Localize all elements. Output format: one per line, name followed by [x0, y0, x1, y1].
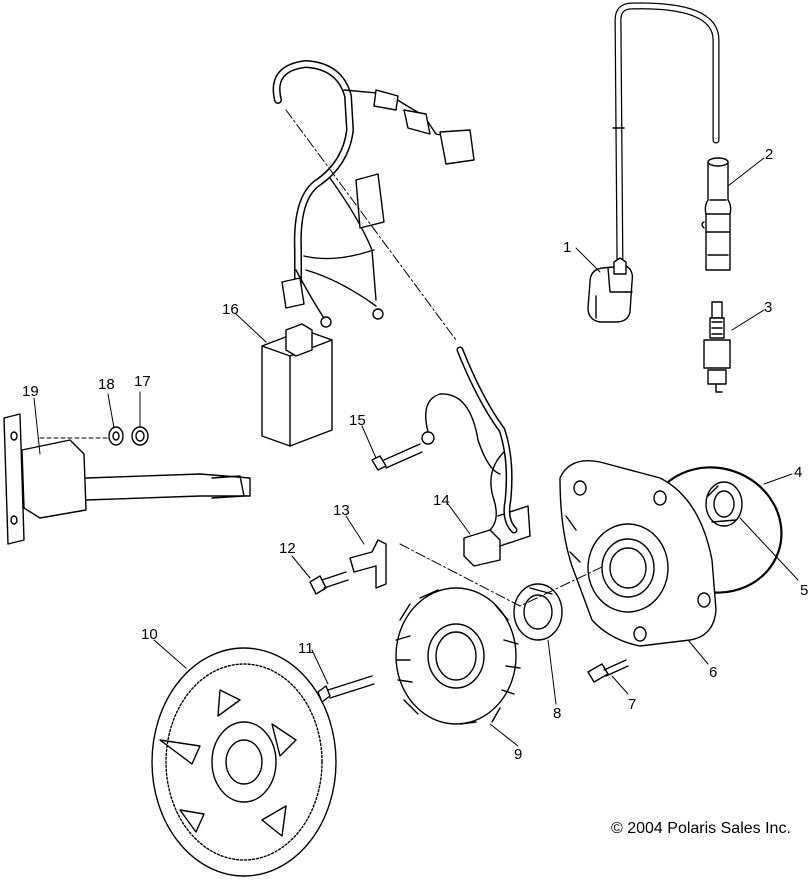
callout-12: 12 [279, 540, 296, 557]
callout-10: 10 [141, 626, 158, 643]
callout-18: 18 [98, 376, 115, 393]
wiring-harness [272, 60, 518, 534]
callout-2: 2 [765, 146, 774, 163]
ignition-coil [587, 2, 720, 323]
callout-13: 13 [333, 502, 350, 519]
ground-screw [371, 393, 501, 475]
spark-plug [703, 301, 731, 393]
callout-6: 6 [709, 664, 718, 681]
spark-plug-cap [701, 157, 732, 271]
pickup-sensor [463, 449, 531, 567]
flywheel [151, 647, 337, 877]
callout-5: 5 [800, 582, 809, 599]
leader-lines [33, 157, 799, 747]
bracket-screw [309, 571, 349, 595]
plate-bolt [587, 659, 629, 683]
bearing [513, 583, 563, 641]
callout-1: 1 [563, 239, 572, 256]
stator-plate [559, 460, 717, 647]
callout-17: 17 [134, 373, 151, 390]
callout-9: 9 [514, 746, 523, 763]
lock-nut [131, 426, 149, 446]
callout-11: 11 [298, 640, 314, 657]
cdi-module [261, 323, 333, 447]
stator-screw [317, 675, 375, 703]
copyright-notice: © 2004 Polaris Sales Inc. [611, 820, 791, 837]
oil-seal [705, 481, 743, 527]
ignition-switch [3, 413, 251, 545]
stator [395, 587, 521, 725]
callout-4: 4 [794, 464, 803, 481]
callout-8: 8 [553, 705, 562, 722]
callout-15: 15 [349, 412, 366, 429]
callout-3: 3 [764, 299, 773, 316]
callout-16: 16 [222, 301, 239, 318]
assembly-axis [285, 109, 605, 607]
callout-19: 19 [22, 383, 39, 400]
callout-14: 14 [433, 492, 450, 509]
wire-bracket [349, 539, 387, 589]
washer [108, 426, 124, 446]
callout-7: 7 [628, 696, 637, 713]
